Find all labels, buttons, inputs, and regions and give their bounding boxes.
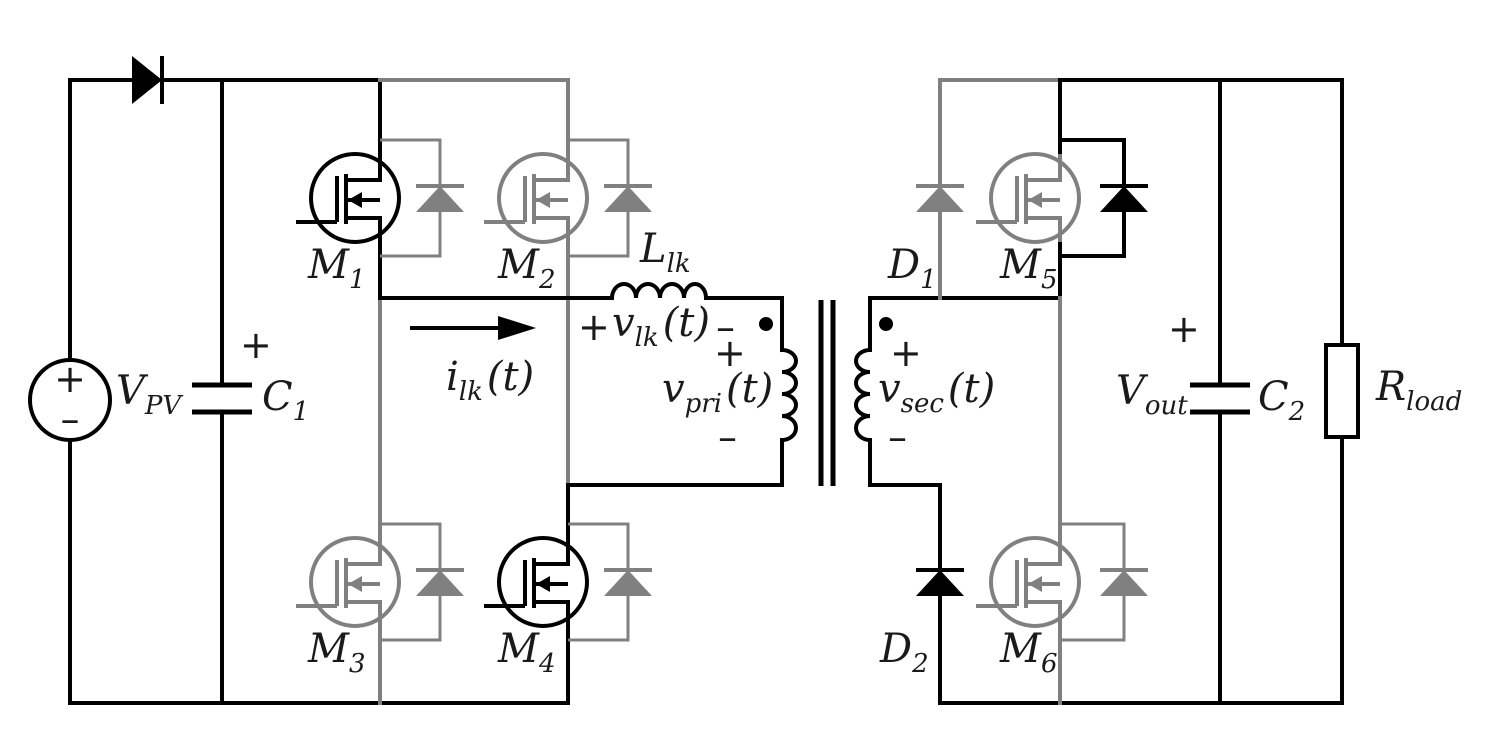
label-vlk-plus: + (578, 305, 610, 349)
label-d2: D2 (879, 626, 929, 679)
label-d1: D1 (887, 242, 937, 295)
label-c2-plus: + (1168, 307, 1200, 351)
mosfet-m2 (484, 138, 652, 258)
label-vsec-plus: + (890, 331, 922, 375)
output-section (1190, 78, 1360, 705)
leakage-inductor (610, 282, 708, 299)
label-m5: M5 (999, 242, 1058, 295)
mosfet-m4 (484, 522, 652, 642)
mosfet-m3 (296, 522, 464, 642)
capacitor-c1 (192, 78, 252, 705)
transformer (759, 300, 893, 486)
label-vpri: vpri(t) (662, 366, 773, 419)
diode-d2 (916, 568, 964, 596)
primary-polarity-dot (759, 317, 773, 331)
mosfet-m1 (296, 138, 464, 258)
mosfet-m5 (976, 138, 1148, 258)
capacitor-c2 (1190, 78, 1250, 705)
label-m4: M4 (497, 626, 556, 679)
label-m1: M1 (307, 242, 366, 295)
label-m6: M6 (999, 626, 1058, 679)
label-c1: C1 (262, 374, 309, 427)
source-plus-sign: + (54, 357, 86, 401)
label-vpri-minus: – (718, 415, 737, 459)
label-vsec-minus: – (888, 415, 907, 459)
input-source-section: + – (28, 56, 570, 705)
mosfet-m6 (976, 522, 1148, 642)
label-rload: Rload (1375, 364, 1462, 417)
label-c1-plus: + (240, 323, 272, 367)
label-vpv: VPV (116, 368, 183, 421)
secondary-bridge (868, 78, 1344, 705)
label-m2: M2 (497, 242, 556, 295)
label-c2: C2 (1258, 374, 1305, 427)
label-vout: Vout (1116, 368, 1188, 421)
current-arrow (410, 316, 536, 340)
label-vsec: vsec(t) (878, 366, 995, 419)
label-vlk-minus: – (716, 305, 735, 349)
label-vpri-plus: + (714, 331, 746, 375)
diode-d1 (916, 184, 964, 212)
primary-bridge (296, 78, 784, 705)
labels: VPV + C1 M1 M2 M3 M4 Llk ilk(t) + vlk(t)… (116, 226, 1462, 679)
label-vlk: vlk(t) (612, 300, 710, 353)
source-minus-sign: – (61, 397, 80, 441)
label-llk: Llk (639, 226, 691, 279)
pv-source: + – (28, 357, 112, 442)
load-resistor (1324, 78, 1360, 705)
input-diode (132, 56, 164, 104)
label-m3: M3 (307, 626, 366, 679)
secondary-polarity-dot (879, 317, 893, 331)
label-ilk: ilk(t) (446, 354, 534, 407)
